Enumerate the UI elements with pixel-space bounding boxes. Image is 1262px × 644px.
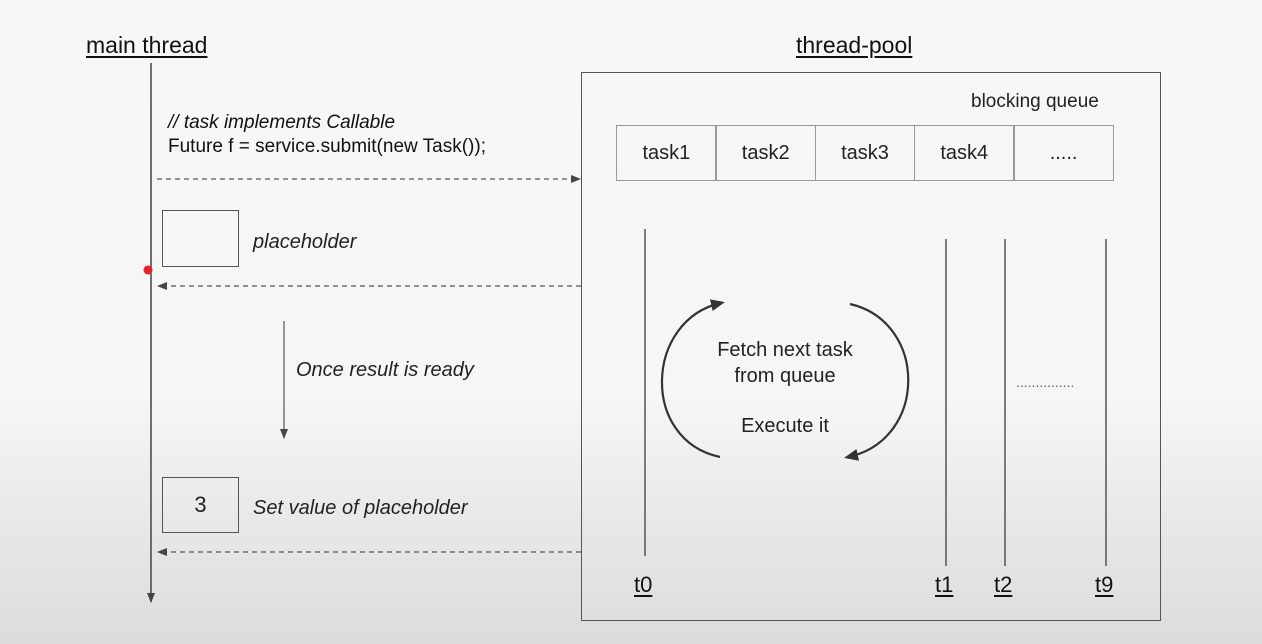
queue-cell: ..... bbox=[1013, 125, 1114, 181]
thread-pool-title: thread-pool bbox=[796, 32, 913, 58]
thread-pool-container bbox=[581, 72, 1161, 621]
placeholder-box bbox=[162, 210, 239, 267]
result-ready-label: Once result is ready bbox=[296, 359, 474, 381]
thread-label-t0: t0 bbox=[634, 572, 653, 597]
queue-cell: task2 bbox=[715, 125, 817, 181]
thread-label-t9: t9 bbox=[1095, 572, 1114, 597]
queue-cell: task3 bbox=[814, 125, 916, 181]
code-line: Future f = service.submit(new Task()); bbox=[168, 136, 486, 157]
thread-label-t2: t2 bbox=[994, 572, 1013, 597]
code-comment: // task implements Callable bbox=[168, 112, 396, 133]
set-value-label: Set value of placeholder bbox=[253, 497, 468, 519]
main-thread-title: main thread bbox=[86, 32, 208, 58]
cycle-text-line2: from queue bbox=[734, 365, 836, 387]
threads-ellipsis: ............... bbox=[1016, 374, 1075, 390]
cycle-text-line3: Execute it bbox=[741, 415, 829, 437]
cycle-arc-right bbox=[844, 302, 910, 461]
blocking-queue: task1 task2 task3 task4 ..... bbox=[616, 125, 1114, 181]
blocking-queue-label: blocking queue bbox=[971, 91, 1099, 112]
cycle-text-line1: Fetch next task bbox=[717, 339, 853, 361]
cycle-arc-left bbox=[660, 299, 725, 459]
result-value-box: 3 bbox=[162, 477, 239, 533]
queue-cell: task1 bbox=[616, 125, 717, 181]
placeholder-label: placeholder bbox=[253, 231, 357, 253]
queue-cell: task4 bbox=[913, 125, 1015, 181]
result-value: 3 bbox=[194, 492, 207, 517]
thread-label-t1: t1 bbox=[935, 572, 954, 597]
red-marker-dot bbox=[143, 265, 153, 275]
